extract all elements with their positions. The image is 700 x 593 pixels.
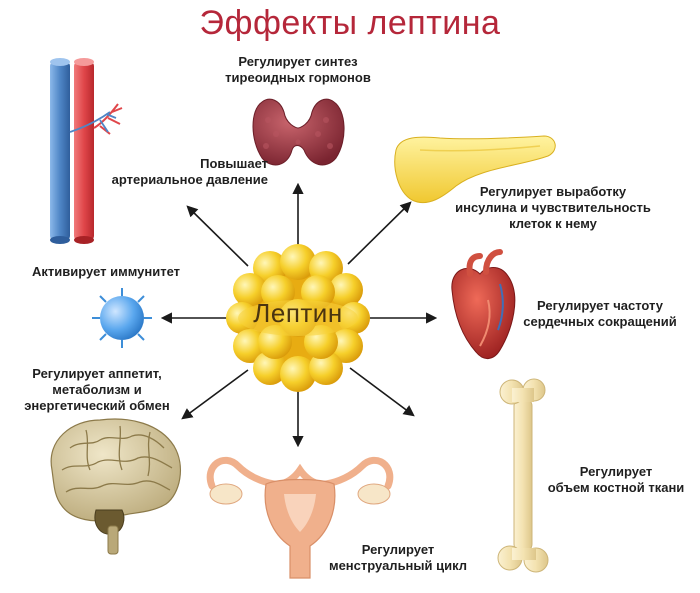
arrow-to-pancreas (347, 201, 412, 265)
thyroid-icon (252, 98, 345, 166)
label-blood-pressure: Повышает артериальное давление (111, 156, 268, 187)
label-insulin: Регулирует выработку инсулина и чувствит… (455, 184, 651, 231)
arrow-to-vessels (186, 205, 249, 267)
arrow-to-bone (349, 367, 415, 417)
uterus-icon (206, 457, 394, 579)
label-heart: Регулирует частоту сердечных сокращений (523, 298, 677, 329)
brain-icon (50, 418, 181, 555)
heart-icon (451, 249, 516, 359)
label-thyroid: Регулирует синтез тиреоидных гормонов (225, 54, 371, 85)
immune-cell-icon (92, 288, 152, 348)
bone-icon (497, 378, 549, 573)
pancreas-icon (394, 135, 556, 204)
arrows (160, 182, 438, 448)
diagram-title: Эффекты лептина (199, 4, 501, 42)
label-menstrual: Регулирует менструальный цикл (328, 542, 468, 573)
blood-vessels-icon (50, 58, 123, 244)
label-bone: Регулирует объем костной ткани (547, 464, 685, 495)
center-label-leptin: Лептин (253, 298, 343, 328)
leptin-cluster-icon (226, 244, 370, 392)
arrow-to-brain (181, 369, 249, 420)
label-immunity: Активирует иммунитет (32, 264, 181, 279)
label-appetite: Регулирует аппетит, метаболизм и энергет… (24, 366, 170, 413)
